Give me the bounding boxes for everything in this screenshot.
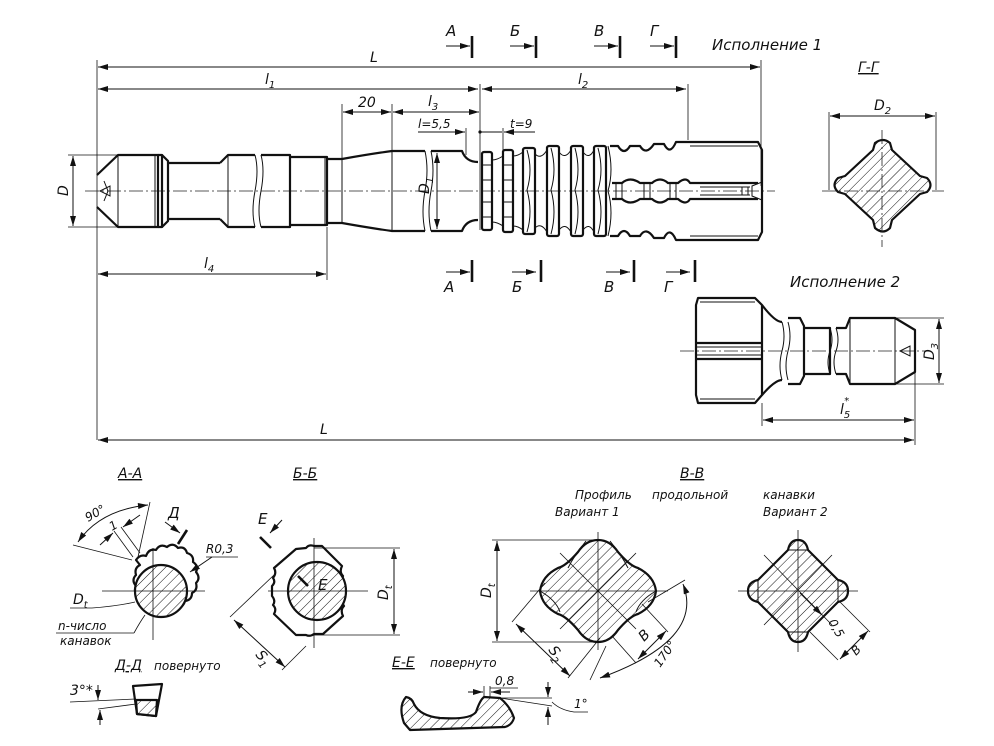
section-e-e-title: Е-Е (392, 655, 415, 671)
section-a-a: А-А 90° 1 Д R0,3 Dt n-число канавок (56, 466, 238, 648)
section-b-b: Б-Б E E Dt S1 (229, 466, 400, 671)
dim-l3-label: l3 (428, 94, 438, 113)
e-e-angle-label: 1° (574, 697, 588, 711)
profile-caption-1: Профиль (575, 488, 632, 502)
cut-marker-g-bottom: Г (664, 260, 697, 296)
variant-2-label: Исполнение 2 (790, 273, 900, 291)
cut-label-b-bottom: Б (512, 278, 522, 296)
v-v-s2-label: S2 (542, 643, 566, 666)
cutting-teeth (480, 144, 608, 238)
b-b-dt-label: Dt (376, 584, 395, 600)
cut-label-a-top: А (445, 22, 456, 40)
b-b-s1-label: S1 (250, 647, 274, 671)
section-e-e-note: повернуто (430, 656, 497, 670)
variant-2-caption: Вариант 2 (763, 505, 828, 519)
v-v-dt-label: Dt (479, 582, 498, 598)
v-v-v2-gap-label: 0,5 (825, 617, 847, 641)
dim-D3-label: D3 (922, 343, 941, 360)
e-e-width-label: 0,8 (495, 674, 514, 688)
top-dimensions: L l1 l2 20 l3 l=5,5 t=9 (96, 50, 762, 440)
cut-markers-bottom: А Б В Г (443, 260, 697, 296)
dim-L-bottom-label: L (320, 422, 328, 438)
a-a-radius-label: R0,3 (206, 542, 233, 556)
b-b-octagon-profile (270, 544, 347, 637)
variant-2-view: Исполнение 2 D3 l5* (680, 273, 944, 445)
dim-l4-label: l4 (204, 256, 214, 275)
dim-t-9-label: t=9 (510, 117, 532, 131)
a-a-view-d-label: Д (167, 504, 180, 522)
cut-marker-b-top: Б (510, 22, 538, 58)
cut-marker-v-top: В (594, 22, 622, 58)
v-v-b-label: B (636, 627, 654, 645)
section-v-v: В-В Профиль продольной канавки Вариант 1… (479, 466, 871, 681)
cut-marker-a-top: А (445, 22, 474, 58)
variant-1-caption: Вариант 1 (555, 505, 620, 519)
variant-1-label: Исполнение 1 (712, 36, 822, 54)
section-b-b-title: Б-Б (293, 466, 317, 482)
a-a-dt-label: Dt (73, 592, 89, 611)
fluted-section (607, 140, 764, 242)
section-v-v-title: В-В (680, 466, 704, 482)
section-g-g-title: Г-Г (858, 60, 880, 76)
section-a-a-title: А-А (117, 466, 142, 482)
dim-l-5-5-label: l=5,5 (418, 117, 450, 131)
dim-D2-label: D2 (874, 98, 891, 117)
cut-label-g-bottom: Г (664, 278, 674, 296)
dim-D-label: D (56, 185, 72, 196)
cut-markers-top: А Б В Г Исполнение 1 (445, 22, 822, 58)
a-a-groove-note-1: n-число (58, 619, 106, 633)
dim-l2-label: l2 (578, 72, 588, 91)
profile-caption-2: продольной (652, 488, 728, 502)
dim-l1-label: l1 (265, 72, 275, 91)
section-g-g: Г-Г D2 (822, 60, 944, 247)
b-b-inner-e-label: E (318, 576, 328, 594)
dim-20-label: 20 (358, 95, 376, 111)
cut-marker-a-bottom: А (443, 260, 474, 296)
cut-label-v-bottom: В (604, 278, 614, 296)
dim-L-bottom: L (98, 422, 914, 443)
shank-tip (96, 153, 160, 229)
dim-l4: l4 (98, 227, 328, 280)
section-d-d: Д-Д повернуто 3°* (69, 658, 221, 725)
a-a-width-label: 1 (107, 518, 121, 534)
v-v-angle-label: 170° (651, 638, 679, 670)
a-a-angle-label: 90° (83, 502, 108, 525)
cut-marker-b-bottom: Б (512, 260, 543, 296)
cut-label-g-top: Г (650, 22, 660, 40)
d-d-angle-label: 3°* (70, 683, 93, 699)
v-v-v2-b-label: B (848, 642, 864, 658)
cut-label-a-bottom: А (443, 278, 454, 296)
cut-label-v-top: В (594, 22, 604, 40)
b-b-view-e-label: E (258, 510, 268, 528)
e-e-profile (400, 695, 516, 732)
cut-marker-g-top: Г (650, 22, 678, 58)
cut-marker-v-bottom: В (604, 260, 636, 296)
section-e-e: Е-Е повернуто 0,8 1° (392, 655, 588, 732)
profile-caption-3: канавки (763, 488, 815, 502)
section-d-d-title: Д-Д (114, 658, 142, 674)
main-shaft-view: D1 D (56, 140, 775, 242)
a-a-groove-note-2: канавок (60, 634, 112, 648)
dim-l5-label: l5* (840, 396, 850, 421)
dim-L-label: L (370, 50, 378, 66)
cut-label-b-top: Б (510, 22, 520, 40)
section-d-d-note: повернуто (154, 659, 221, 673)
dim-D1-label: D1 (417, 177, 436, 194)
